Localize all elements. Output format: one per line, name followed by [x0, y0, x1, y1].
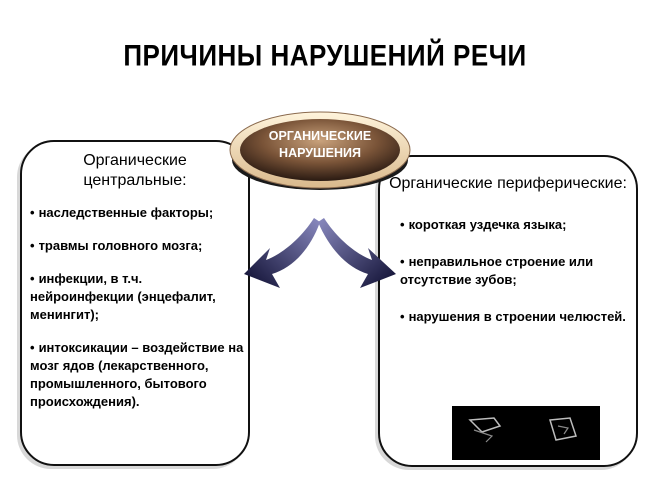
bullet-icon: • — [30, 340, 35, 355]
bullet-icon: • — [400, 217, 405, 232]
peripheral-causes-title: Органические периферические: — [389, 175, 627, 192]
list-item-text: наследственные факторы; — [38, 205, 214, 220]
bullet-icon: • — [30, 238, 35, 253]
arrow-right-icon — [318, 218, 396, 288]
center-label: ОРГАНИЧЕСКИЕ НАРУШЕНИЯ — [230, 128, 410, 162]
list-item-text: инфекции, в т.ч. нейроинфекции (энцефали… — [30, 271, 216, 322]
central-causes-title: Органические центральные: — [83, 152, 187, 189]
list-item: •нарушения в строении челюстей. — [400, 308, 630, 326]
central-causes-panel: Органические центральные: •наследственны… — [20, 140, 250, 466]
list-item: •короткая уздечка языка; — [400, 216, 630, 234]
organic-disorders-disc — [229, 111, 411, 190]
list-item-text: интоксикации – воздействие на мозг ядов … — [30, 340, 244, 409]
center-label-line1: ОРГАНИЧЕСКИЕ — [268, 129, 372, 143]
list-item-text: травмы головного мозга; — [38, 238, 203, 253]
list-item: •интоксикации – воздействие на мозг ядов… — [30, 339, 244, 411]
center-label-line2: НАРУШЕНИЯ — [279, 146, 361, 160]
arrow-left-icon — [244, 218, 320, 288]
bullet-icon: • — [30, 271, 35, 286]
branch-arrows — [244, 218, 396, 288]
list-item: •наследственные факторы; — [30, 204, 244, 222]
list-item-text: неправильное строение или отсутствие зуб… — [400, 254, 594, 287]
bullet-icon: • — [400, 309, 405, 324]
peripheral-causes-list: •короткая уздечка языка; •неправильное с… — [400, 216, 630, 326]
list-item: •неправильное строение или отсутствие зу… — [400, 253, 630, 289]
list-item: •инфекции, в т.ч. нейроинфекции (энцефал… — [30, 270, 244, 324]
bullet-icon: • — [30, 205, 35, 220]
list-item-text: короткая уздечка языка; — [408, 217, 567, 232]
central-causes-list: •наследственные факторы; •травмы головно… — [30, 204, 244, 411]
page-title: ПРИЧИНЫ НАРУШЕНИЙ РЕЧИ — [123, 37, 527, 73]
jaw-image — [452, 406, 600, 460]
list-item-text: нарушения в строении челюстей. — [408, 309, 626, 324]
list-item: •травмы головного мозга; — [30, 237, 244, 255]
bullet-icon: • — [400, 254, 405, 269]
